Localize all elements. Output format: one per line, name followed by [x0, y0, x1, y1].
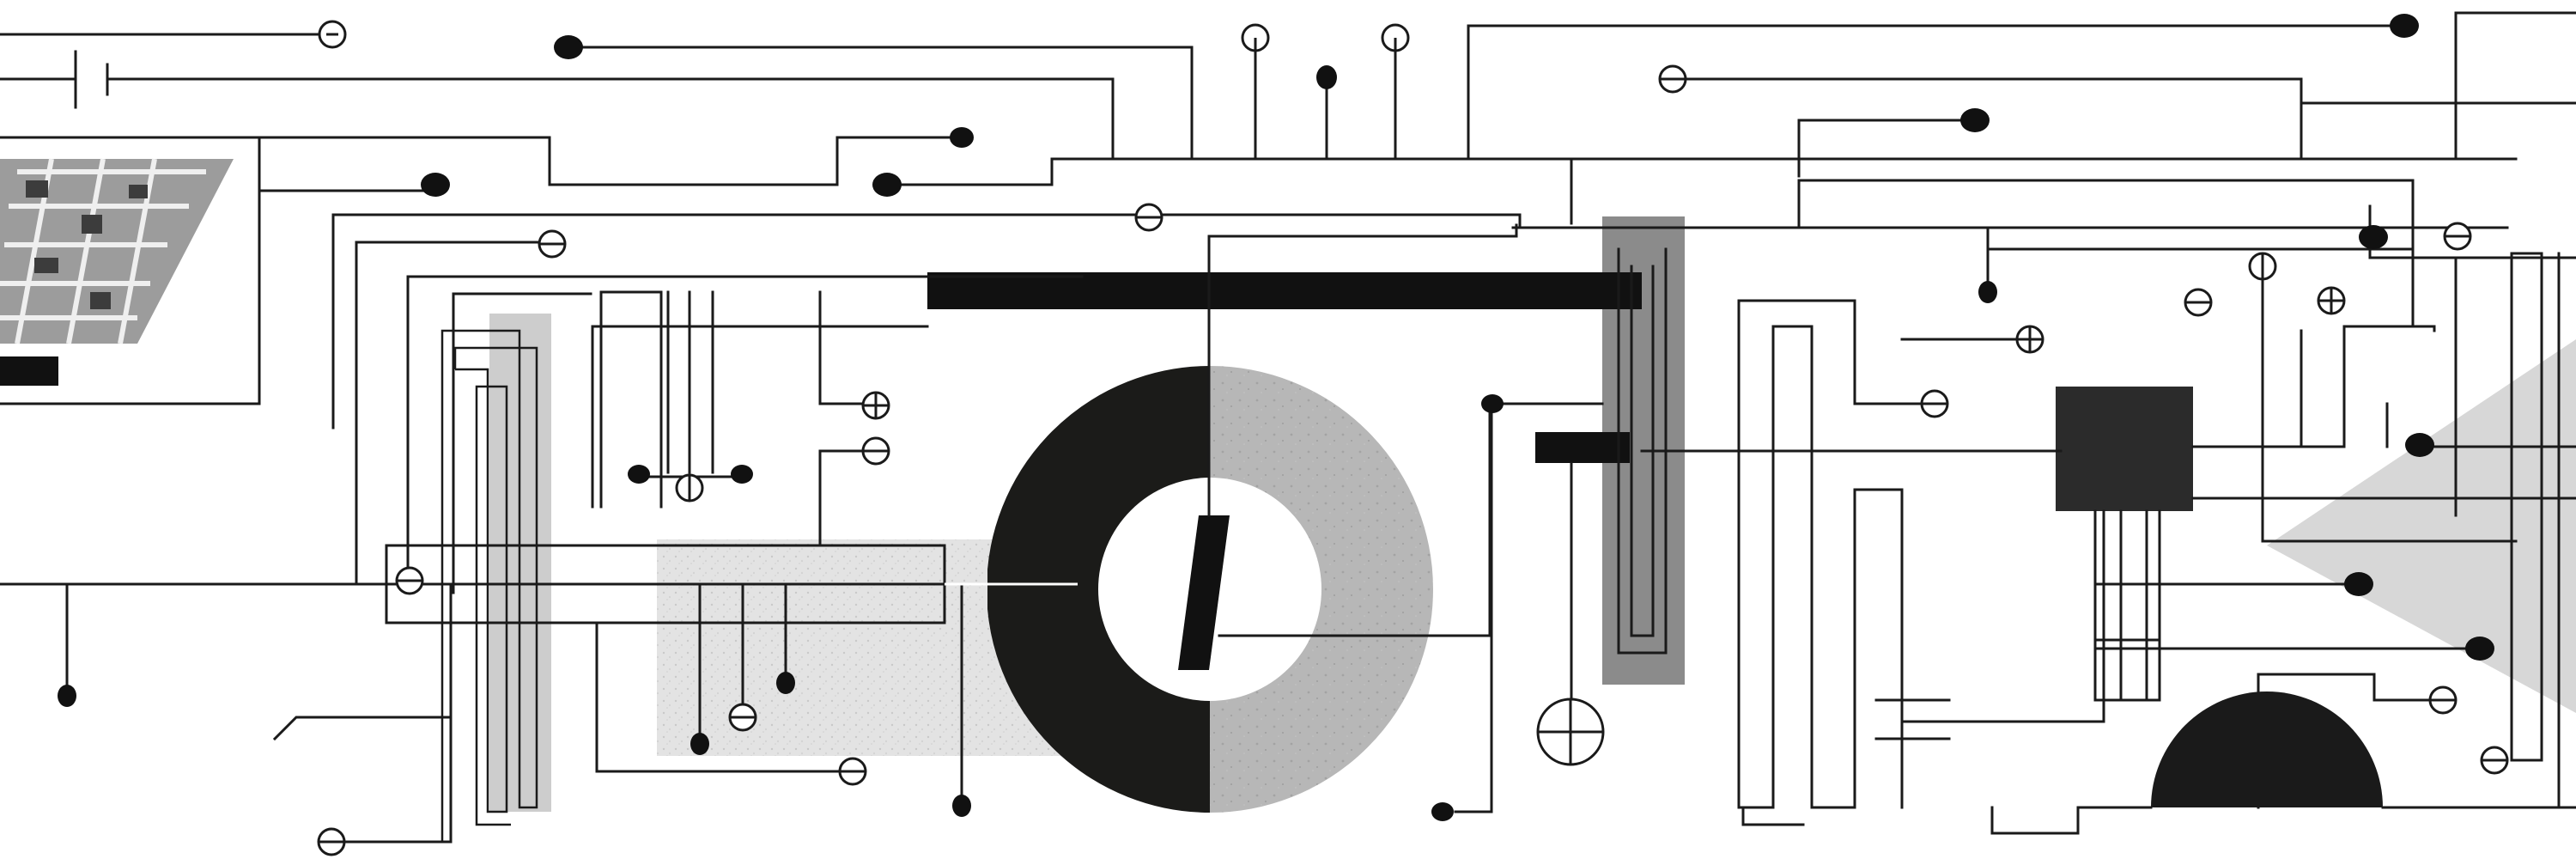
dark-square — [2056, 387, 2193, 511]
open-pins — [317, 20, 2509, 856]
black-semicircle — [2151, 691, 2383, 807]
gray-triangle — [2267, 339, 2576, 713]
circuit-wires — [0, 11, 2576, 844]
slash-bar — [1178, 515, 1230, 670]
building-photo — [0, 158, 234, 386]
split-ring — [987, 366, 1433, 813]
strip-wires — [440, 329, 538, 842]
solder-dots — [58, 14, 2494, 821]
short-black-bar — [1535, 432, 1630, 463]
long-black-bar — [927, 272, 1642, 309]
